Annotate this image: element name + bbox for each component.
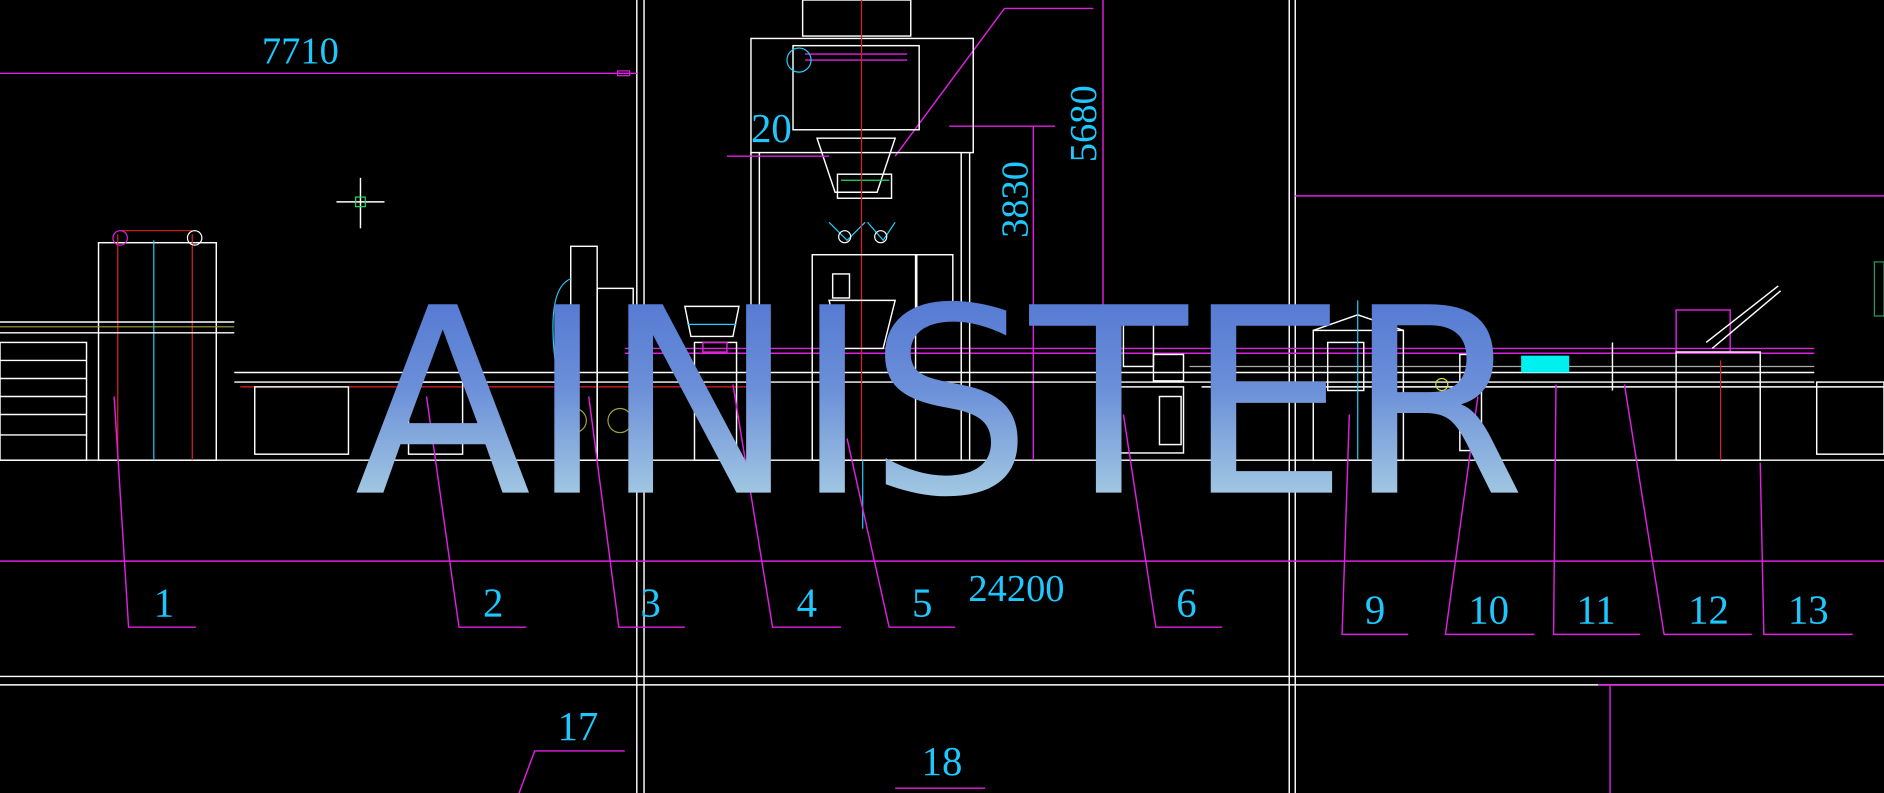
callout-1[interactable]: 1: [154, 580, 174, 625]
crosshair-cursor-icon: [336, 177, 385, 229]
dimension-24200: 24200: [968, 568, 1064, 610]
callout-5[interactable]: 5: [912, 580, 932, 625]
callout-2[interactable]: 2: [483, 580, 503, 625]
callout-20[interactable]: 20: [751, 106, 792, 151]
dimension-5680: 5680: [1063, 85, 1105, 162]
callout-17[interactable]: 17: [558, 704, 599, 749]
watermark-text: AINISTER: [354, 253, 1525, 554]
callout-18[interactable]: 18: [922, 739, 963, 784]
callout-leaders: [113, 384, 1853, 793]
machine-6: [1104, 317, 1185, 454]
dimension-7710: 7710: [262, 31, 339, 73]
callout-6[interactable]: 6: [1176, 580, 1196, 625]
conveyor-section: [234, 347, 1884, 455]
machine-4: [683, 305, 740, 461]
dimension-3830: 3830: [994, 161, 1036, 238]
callout-3[interactable]: 3: [640, 580, 660, 625]
callout-10[interactable]: 10: [1468, 588, 1509, 633]
machine-12-13: [1675, 261, 1884, 461]
machine-9: [1312, 300, 1405, 461]
production-line-machinery: [0, 0, 1884, 529]
machine-1-frame: [0, 230, 235, 461]
machine-5-tower: [726, 0, 974, 529]
callout-12[interactable]: 12: [1688, 588, 1729, 633]
callout-11[interactable]: 11: [1576, 588, 1615, 633]
callout-9[interactable]: 9: [1365, 588, 1385, 633]
callout-13[interactable]: 13: [1788, 588, 1829, 633]
callout-4[interactable]: 4: [797, 580, 817, 625]
machine-3: [552, 245, 634, 461]
